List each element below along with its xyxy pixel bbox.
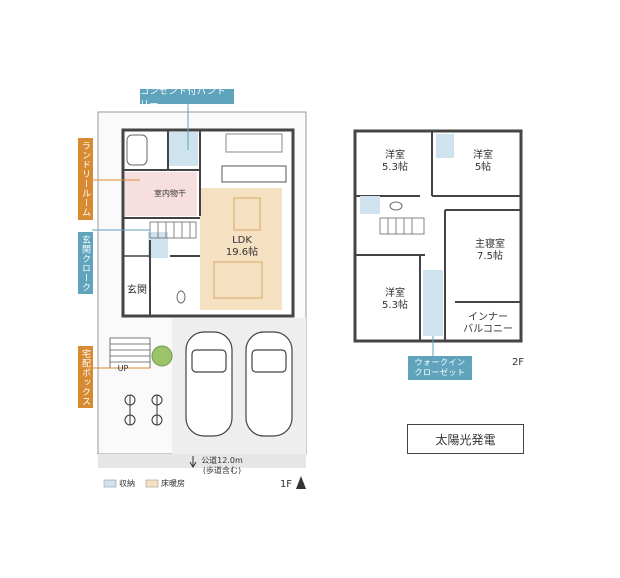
tag-delivery-box: 宅配ボックス [78, 346, 93, 408]
bicycle-icon [124, 394, 163, 426]
entrance-closet-storage [148, 232, 168, 258]
legend-heating-swatch [145, 479, 159, 488]
tag-walk-in-closet-line2: クローゼット [414, 368, 466, 377]
legend-storage-label: 収納 [119, 479, 135, 488]
room-west-2: 洋室 [473, 150, 493, 161]
up-label: UP [117, 364, 129, 373]
sofa [213, 261, 263, 299]
room-ldk: LDK [232, 235, 252, 246]
dining-table [233, 197, 261, 231]
legend-storage-swatch [103, 479, 117, 488]
kitchen-counter [221, 165, 287, 183]
room-drying: 室内物干 [154, 189, 186, 198]
room-master-size: 7.5帖 [477, 251, 503, 262]
tag-walk-in-closet: ウォークイン クローゼット [408, 356, 472, 380]
tag-entrance-closet: 玄関クローク [78, 232, 93, 294]
tree [151, 345, 173, 367]
room-inner-balcony-line2: バルコニー [463, 324, 513, 335]
road-strip [98, 454, 306, 468]
tag-walk-in-closet-line1: ウォークイン [414, 358, 466, 367]
legend-heating-label: 床暖房 [161, 479, 185, 488]
room-master: 主寝室 [475, 239, 505, 250]
solar-power-box: 太陽光発電 [407, 424, 524, 454]
room-west-1: 洋室 [385, 150, 405, 161]
closet-2f-1 [436, 134, 454, 158]
solar-power-label: 太陽光発電 [435, 432, 496, 447]
pantry-storage [168, 132, 198, 166]
room-ldk-size: 19.6帖 [225, 247, 259, 258]
room-west-3: 洋室 [385, 288, 405, 299]
road-note: (歩道含む) [202, 466, 242, 475]
closet-2f-2 [360, 196, 380, 214]
room-entrance: 玄関 [127, 285, 147, 296]
floor-label-2f: 2F [511, 357, 525, 368]
floor-label-1f: 1F [279, 479, 293, 490]
room-west-3-size: 5.3帖 [382, 300, 408, 311]
car-icon [185, 331, 293, 437]
tag-laundry-room: ランドリールーム [78, 138, 93, 220]
room-inner-balcony-line1: インナー [468, 312, 508, 323]
walk-in-closet [423, 270, 443, 336]
road-label: 公道12.0m [201, 456, 243, 465]
north-arrow-icon [296, 476, 306, 489]
room-west-1-size: 5.3帖 [382, 162, 408, 173]
laundry-room-fill [125, 172, 197, 216]
tag-pantry: コンセント付パントリー [140, 87, 234, 110]
room-west-2-size: 5帖 [474, 162, 492, 173]
